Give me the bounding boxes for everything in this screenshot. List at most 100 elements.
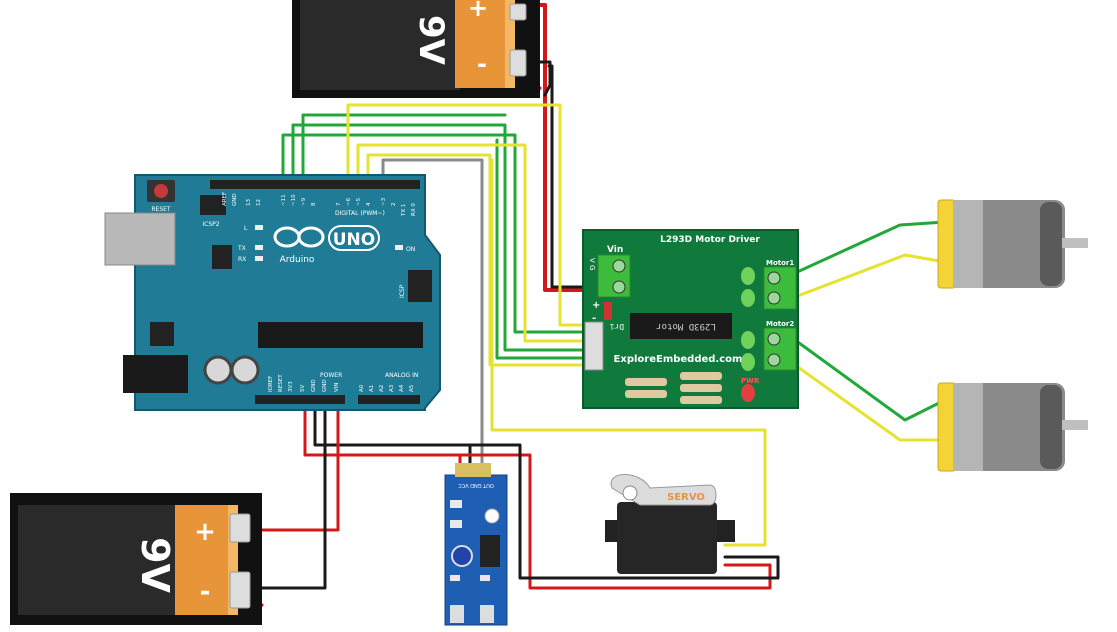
power-label: POWER (320, 372, 342, 379)
battery-bottom-voltage: 9V (133, 537, 177, 593)
wire-yellow-2 (356, 143, 590, 343)
pin-label: GND (322, 379, 328, 392)
motor2-label: Motor2 (766, 320, 794, 328)
on-label: ON (406, 246, 415, 253)
pin-label: 3V3 (288, 381, 294, 392)
wire-red-vin (253, 393, 340, 532)
pin-label: RESET (278, 374, 284, 392)
arduino-logo: UNO Arduino (273, 225, 380, 265)
wire-black-servo (468, 443, 780, 580)
sensor-module: OUT GND VCC (444, 463, 508, 626)
wires (246, 3, 947, 612)
pin-label: A2 (379, 385, 385, 392)
battery-top-minus: - (477, 50, 487, 78)
sensor-pin-labels: OUT GND VCC (458, 482, 494, 488)
pin-label: 4 (366, 202, 372, 206)
tx-label: TX (237, 245, 246, 252)
pin-label: A0 (359, 384, 365, 392)
icsp-label: ICSP (399, 284, 406, 298)
pin-label: TX 1 (401, 204, 407, 217)
usb-port (104, 212, 176, 266)
pin-label: A5 (409, 384, 415, 392)
wire-yellow-motor1 (793, 253, 947, 299)
pin-label: 2 (391, 203, 397, 207)
pin-label: IOREF (268, 376, 274, 392)
wire-red-5v (303, 393, 462, 465)
analog-label: ANALOG IN (385, 372, 418, 379)
servo-motor: SERVO (605, 474, 735, 574)
digital-header (210, 180, 420, 189)
pin-label: ~3 (381, 197, 387, 206)
l293d-chip (630, 313, 732, 339)
battery-top-voltage: 9V (411, 15, 451, 66)
pin-label: VIN (334, 383, 340, 393)
power-header (255, 395, 345, 404)
motor1-terminal (763, 266, 797, 310)
driver-minus: - (592, 313, 596, 324)
motor1-label: Motor1 (766, 259, 794, 267)
l293d-motor-driver: L293D Motor Driver Vin V G + - L293D Mot… (582, 229, 799, 409)
battery-bottom-plus: + (194, 517, 216, 547)
wire-yellow-servo (490, 158, 767, 547)
pwr-label: PWR (741, 377, 760, 385)
wire-yellow-3 (366, 153, 590, 367)
driver-plus: + (592, 300, 600, 311)
pin-label: AREF (222, 192, 228, 206)
pin-label: 13 (246, 199, 252, 206)
pin-label: ~10 (291, 194, 297, 206)
pin-label: GND (232, 193, 238, 206)
wire-yellow-motor2 (793, 363, 947, 442)
servo-label: SERVO (667, 492, 705, 503)
uno-text: UNO (333, 230, 375, 250)
driver-title: L293D Motor Driver (660, 235, 760, 245)
wire-green-1 (281, 133, 590, 334)
pin-label: 12 (256, 199, 262, 206)
chip-text: L293D Motor (656, 321, 716, 331)
digital-label: DIGITAL (PWM~) (335, 210, 385, 217)
pin-label: 8 (311, 202, 317, 206)
pin-label: A1 (369, 385, 375, 392)
pin-label: GND (311, 379, 317, 392)
analog-header (358, 395, 420, 404)
arduino-brand: Arduino (280, 255, 315, 265)
rx-label: RX (238, 256, 246, 263)
wire-black-gnd2 (253, 393, 327, 590)
battery-top-plus: + (468, 0, 488, 22)
icsp-header (408, 270, 432, 302)
digital-pin-labels: AREF GND 13 12 ~11 ~10 ~9 8 7 ~6 ~5 4 ~3… (222, 192, 417, 217)
dc-motor-1 (937, 199, 1088, 289)
wire-gray-sensor (381, 158, 484, 465)
pin-label: ~9 (301, 197, 307, 206)
wire-yellow-1 (346, 103, 590, 327)
chip-text-left: Dri (609, 322, 624, 331)
wire-green-motor1 (793, 220, 947, 275)
pin-label: ~6 (346, 197, 352, 206)
icsp2-label: ICSP2 (202, 221, 219, 228)
pin-label: ~5 (356, 197, 362, 206)
battery-9v-top: + - 9V (292, 0, 540, 98)
wire-black-top-battery-2 (547, 64, 611, 289)
pin-label: A4 (399, 384, 405, 392)
wire-green-motor2 (793, 338, 947, 422)
pin-label: ~11 (281, 194, 287, 206)
pin-label: A3 (389, 384, 395, 392)
reset-label: RESET (151, 206, 171, 213)
vin-label: Vin (607, 245, 623, 255)
wire-green-2 (291, 123, 590, 352)
wire-red-servo (458, 453, 772, 590)
dc-motor-2 (937, 382, 1088, 472)
arduino-uno-board: RESET ICSP2 AREF GND 13 12 ~11 ~10 ~9 8 … (104, 174, 441, 411)
l-label: L (244, 225, 248, 232)
wire-green-3 (301, 113, 507, 182)
power-jack (123, 355, 188, 393)
pin-label: 5V (300, 385, 306, 392)
battery-bottom-minus: - (200, 577, 211, 607)
website-text: ExploreEmbedded.com (614, 354, 743, 365)
wire-green-4 (495, 138, 590, 360)
pin-label: RX 0 (411, 203, 417, 216)
battery-9v-bottom: + - 9V (10, 493, 262, 625)
pin-label: 7 (336, 202, 342, 206)
input-header (584, 321, 604, 371)
driver-side-pins: V G (588, 258, 596, 270)
